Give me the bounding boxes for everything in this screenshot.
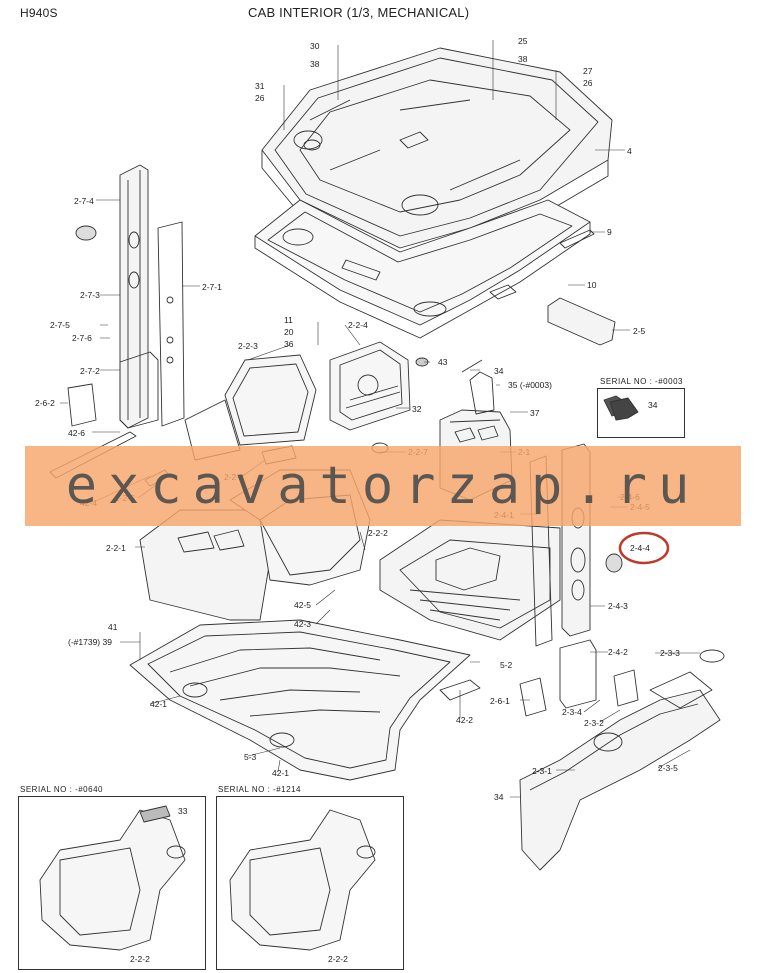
floor-mat-drawing — [129, 619, 547, 781]
part-label: 30 — [310, 41, 320, 51]
part-label: 2-2-4 — [348, 320, 368, 330]
strip-2-5-drawing — [547, 297, 616, 346]
part-label: 2-7-2 — [80, 366, 100, 376]
part-label: 36 — [284, 339, 294, 349]
watermark-banner — [25, 446, 741, 526]
part-label: 2-3-5 — [658, 763, 678, 773]
part-label: 5-3 — [244, 752, 257, 762]
part-label: (-#1739) 39 — [68, 637, 112, 647]
roof-panel-drawing — [261, 47, 613, 267]
part-label: 2-2-2 — [368, 528, 388, 538]
part-label: 10 — [587, 280, 597, 290]
part-label: 42-1 — [150, 699, 168, 709]
watermark-text: excavatorzap.ru — [65, 456, 701, 516]
part-label: 2-7-3 — [80, 290, 100, 300]
part-label: 38 — [518, 54, 528, 64]
headliner-drawing — [254, 199, 591, 339]
part-label: 20 — [284, 327, 294, 337]
inset-box-serial-1214 — [216, 796, 404, 970]
part-label: 31 — [255, 81, 265, 91]
part-label: 34 — [494, 792, 504, 802]
inset-3-drawing — [229, 809, 376, 951]
part-label: 2-2-2 — [328, 954, 348, 964]
part-label: 34 — [648, 400, 658, 410]
part-label: 2-6-1 — [490, 696, 510, 706]
part-label: 2-6-2 — [35, 398, 55, 408]
part-label: 2-2-1 — [106, 543, 126, 553]
model-code: H940S — [20, 6, 58, 20]
part-label: 42-5 — [294, 600, 312, 610]
part-label: 4 — [627, 146, 632, 156]
part-label: 2-2-2 — [130, 954, 150, 964]
part-label: 41 — [108, 622, 118, 632]
part-label: 26 — [583, 78, 593, 88]
page-title: CAB INTERIOR (1/3, MECHANICAL) — [248, 5, 470, 20]
part-label: 5-2 — [500, 660, 513, 670]
part-label: 2-5 — [633, 326, 646, 336]
part-label: 26 — [255, 93, 265, 103]
rear-cover-drawing — [519, 649, 725, 871]
part-label: 27 — [583, 66, 593, 76]
pillar-2-7-drawing — [49, 164, 185, 479]
highlight-circle — [618, 531, 670, 565]
part-label: 33 — [178, 806, 188, 816]
part-label: 2-7-6 — [72, 333, 92, 343]
handle-9-drawing — [559, 229, 595, 249]
inset-serial-label: SERIAL NO : -#0003 — [600, 377, 683, 386]
part-label: 42-1 — [272, 768, 290, 778]
part-label: 2-4-2 — [608, 647, 628, 657]
part-label: 2-4-3 — [608, 601, 628, 611]
inset-serial-label: SERIAL NO : -#0640 — [20, 785, 103, 794]
part-label: 2-3-1 — [532, 766, 552, 776]
part-label: 42-2 — [456, 715, 474, 725]
inset-2-drawing — [39, 805, 186, 951]
part-label: 38 — [310, 59, 320, 69]
part-label: 2-7-1 — [202, 282, 222, 292]
part-label: 2-3-2 — [584, 718, 604, 728]
highlighted-part-label: 2-4-4 — [630, 543, 650, 553]
part-label: 11 — [284, 315, 293, 325]
part-label: 37 — [530, 408, 540, 418]
inset-box-serial-0003 — [597, 388, 685, 438]
part-label: 2-2-3 — [238, 341, 258, 351]
part-label: 32 — [412, 404, 422, 414]
inset-1-drawing — [609, 397, 639, 421]
part-label: 25 — [518, 36, 528, 46]
inset-box-serial-0640 — [18, 796, 206, 970]
part-label: 43 — [438, 357, 448, 367]
part-label: 35 (-#0003) — [508, 380, 552, 390]
part-label: 2-7-4 — [74, 196, 94, 206]
part-label: 2-3-3 — [660, 648, 680, 658]
part-label: 9 — [607, 227, 612, 237]
console-drawing — [184, 341, 429, 461]
part-label: 34 — [494, 366, 504, 376]
floor-plate-drawing — [379, 455, 561, 647]
part-label: 42-6 — [68, 428, 86, 438]
part-label: 42-3 — [294, 619, 312, 629]
part-label: 2-7-5 — [50, 320, 70, 330]
part-label: 2-3-4 — [562, 707, 582, 717]
inset-serial-label: SERIAL NO : -#1214 — [218, 785, 301, 794]
